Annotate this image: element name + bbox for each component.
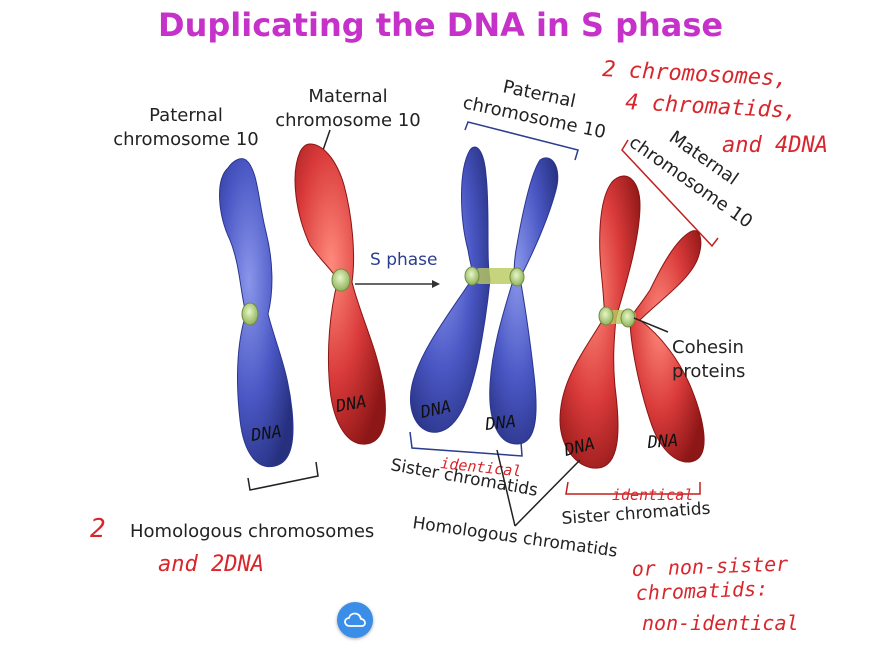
page-title: Duplicating the DNA in S phase (158, 6, 723, 44)
homologous-chromatids-pointer-left (496, 449, 516, 527)
cohesin-label-line1: Cohesin (672, 337, 744, 358)
paternal-chromosome-replicated (410, 146, 559, 445)
maternal-label-left-line2: chromosome 10 (275, 110, 421, 131)
paternal-right-bracket (464, 121, 579, 161)
dna-label-maternal-right-b: DNA (646, 431, 679, 453)
cohesin-pointer (633, 317, 669, 333)
sister-right-bracket (565, 481, 701, 495)
sister-left-bracket (409, 431, 523, 457)
paternal-label-left-line2: chromosome 10 (113, 129, 259, 150)
note-chromosomes: 2 chromosomes, (602, 57, 788, 92)
paternal-chromosome-unreplicated (219, 158, 294, 468)
and-2dna-note: and 2DNA (158, 552, 264, 577)
note-and-4dna: and 4DNA (722, 133, 828, 158)
note-chromatids: chromatids: (635, 576, 768, 605)
cloud-icon (344, 612, 366, 627)
sister-chromatids-right-label: Sister chromatids (561, 499, 711, 529)
paternal-label-left-line1: Paternal (149, 105, 223, 126)
homologous-chromosomes-bracket (247, 461, 319, 491)
s-phase-label: S phase (370, 250, 438, 270)
homologous-chromatids-pointer-right (514, 459, 581, 527)
s-phase-arrowhead (432, 280, 440, 288)
maternal-right-bracket (621, 139, 719, 248)
maternal-chromosome-unreplicated (294, 143, 386, 445)
maternal-label-left-line1: Maternal (308, 86, 387, 107)
note-non-identical: non-identical (642, 611, 799, 635)
homologous-chromosomes-label: Homologous chromosomes (130, 521, 374, 542)
note-chromatids: 4 chromatids, (625, 90, 798, 124)
cloud-button[interactable] (337, 602, 373, 638)
dna-label-paternal-right-b: DNA (483, 412, 517, 435)
dna-label-paternal-left: DNA (249, 422, 283, 446)
identical-right-note: identical (612, 486, 693, 504)
note-or-non-sister: or non-sister (631, 552, 788, 581)
maternal-chromosome-replicated (559, 175, 705, 469)
cohesin-label-line2: proteins (672, 361, 745, 382)
handwritten-two: 2 (90, 514, 106, 544)
